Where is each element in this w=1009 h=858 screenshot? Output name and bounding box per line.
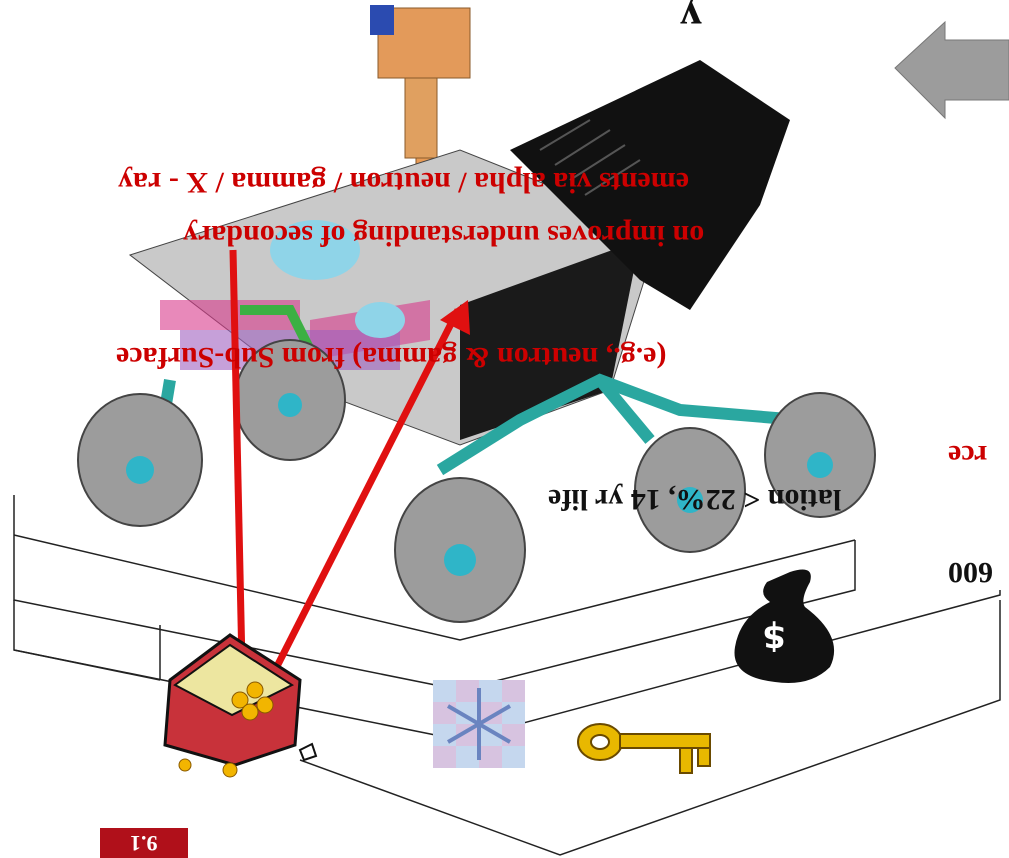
slide-number-badge: 9.1	[100, 828, 188, 858]
text-line-subsurface: (e.g., neutron & gamma) from Sub-Surface	[116, 340, 667, 374]
key-icon	[578, 724, 710, 773]
title-fragment: y	[680, 0, 702, 43]
text-line-secondary: on improves understanding of secondary	[183, 218, 704, 252]
text-line-600: 600	[948, 555, 993, 589]
left-arrow-icon[interactable]	[895, 22, 1009, 118]
snowflake-icon	[433, 680, 525, 768]
money-bag-icon: $	[735, 570, 835, 683]
text-line-life: lation < 22%, 14 yr life	[548, 482, 841, 516]
svg-text:$: $	[762, 617, 786, 657]
rover-image	[78, 5, 875, 622]
text-line-source: rce	[948, 438, 987, 472]
slide-number: 9.1	[130, 828, 158, 858]
text-line-xray: ements via alpha / neutron / gamma / X -…	[118, 165, 689, 199]
